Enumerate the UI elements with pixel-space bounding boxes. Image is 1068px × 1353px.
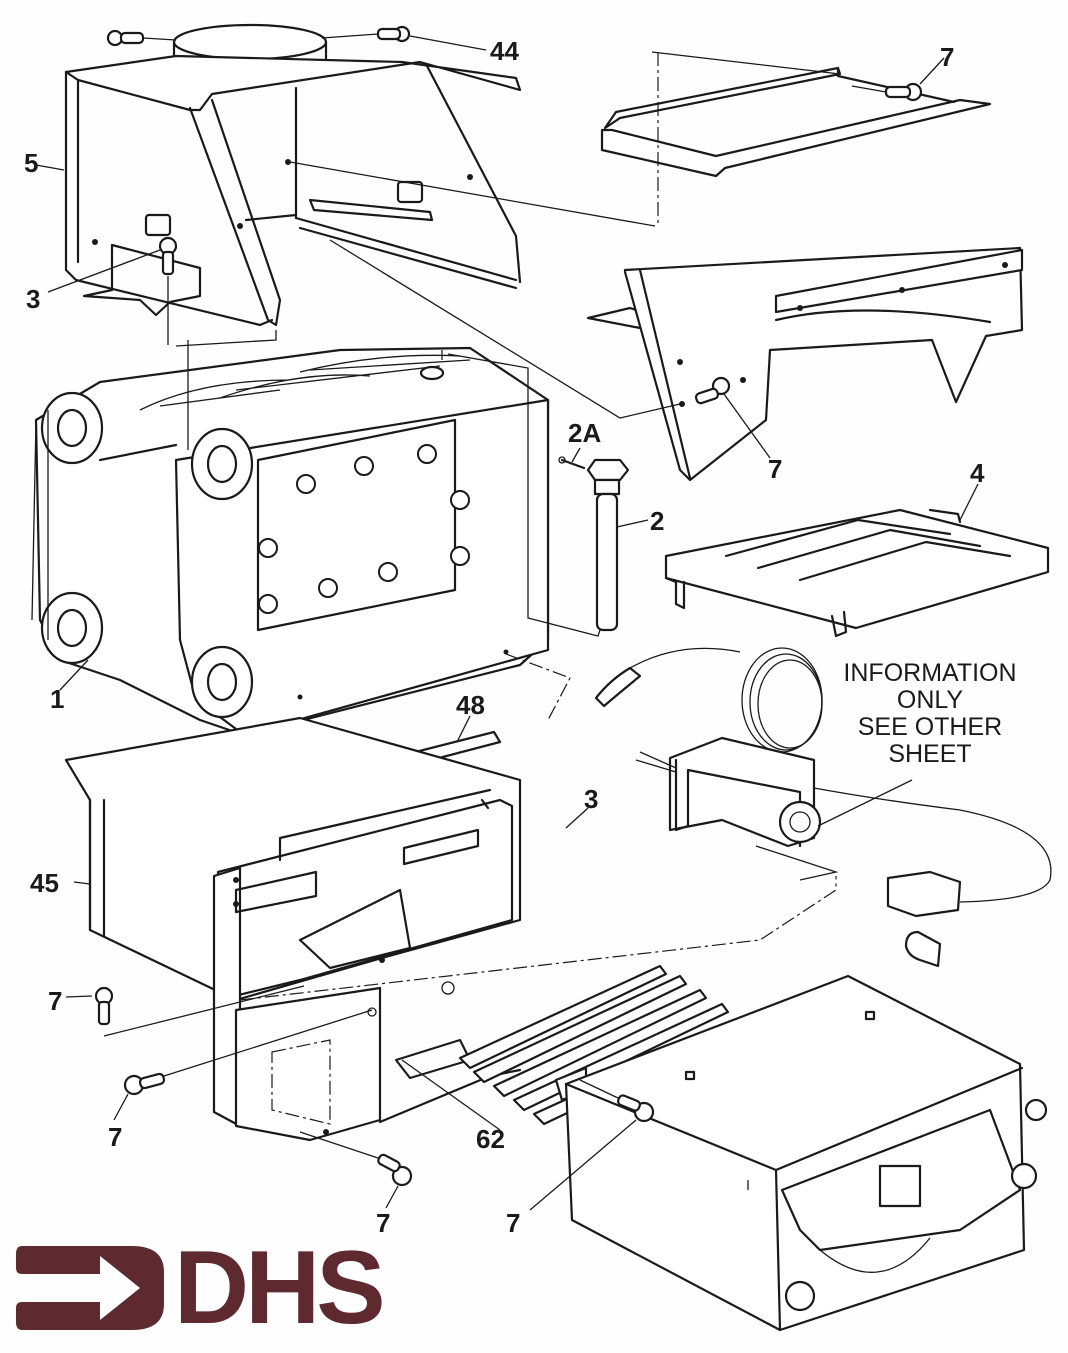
top-baffle-plate xyxy=(600,51,992,225)
thermostat-assembly-info-only xyxy=(594,647,1052,968)
leader-line-62 xyxy=(401,1059,501,1131)
screw-3-upper xyxy=(47,236,178,345)
leader-line-45 xyxy=(73,881,91,885)
note-line: SHEET xyxy=(888,740,972,768)
label-part-7: 7 xyxy=(108,1122,123,1152)
label-part-2: 2 xyxy=(650,506,665,536)
burner-housing-gas-valve xyxy=(564,974,1048,1332)
baffle-plate-part-4 xyxy=(664,483,1050,638)
anode-part-2 xyxy=(586,458,630,632)
baffle-hood xyxy=(586,246,1024,482)
label-part-7: 7 xyxy=(48,986,63,1016)
flue-hood-part-5 xyxy=(64,23,522,327)
arrow-right-icon xyxy=(16,1246,164,1330)
label-part-62: 62 xyxy=(476,1124,505,1154)
screw-7-bottom xyxy=(299,1131,413,1209)
screw-7-burner xyxy=(529,1079,655,1211)
label-part-2a: 2A xyxy=(568,418,602,448)
information-only-note: INFORMATION ONLY SEE OTHER SHEET xyxy=(820,660,1040,768)
dhs-logo: DHS xyxy=(14,1236,386,1340)
heat-exchanger-part-1 xyxy=(31,340,601,737)
screw-7-lower-left xyxy=(113,1009,373,1121)
label-part-4: 4 xyxy=(970,458,985,488)
label-part-44: 44 xyxy=(490,36,519,66)
label-part-7: 7 xyxy=(768,454,783,484)
combustion-chamber-part-45 xyxy=(64,716,522,1142)
leader-line-3 xyxy=(565,807,589,829)
label-part-1: 1 xyxy=(50,684,65,714)
label-part-7: 7 xyxy=(376,1208,391,1238)
split-pin-2A xyxy=(558,447,649,528)
label-part-7: 7 xyxy=(940,42,955,72)
note-line: ONLY xyxy=(896,686,964,714)
label-part-7: 7 xyxy=(506,1208,521,1238)
label-part-3: 3 xyxy=(26,284,41,314)
logo-wordmark: DHS xyxy=(174,1230,386,1346)
screw-44-left xyxy=(106,29,177,47)
screw-44-right xyxy=(321,25,487,51)
label-part-5: 5 xyxy=(24,148,39,178)
screw-7-left xyxy=(65,985,305,1037)
assembly-line xyxy=(239,876,837,1001)
label-part-45: 45 xyxy=(30,868,59,898)
burner-bars xyxy=(458,964,752,1126)
note-line: INFORMATION xyxy=(843,659,1017,687)
note-line: SEE OTHER xyxy=(857,713,1003,741)
label-part-48: 48 xyxy=(456,690,485,720)
label-part-3: 3 xyxy=(584,784,599,814)
screw-7-baffle-hood xyxy=(289,161,771,459)
leader-line-5 xyxy=(35,164,65,171)
leader-line xyxy=(175,330,277,347)
screw-7-top-right xyxy=(851,57,945,102)
